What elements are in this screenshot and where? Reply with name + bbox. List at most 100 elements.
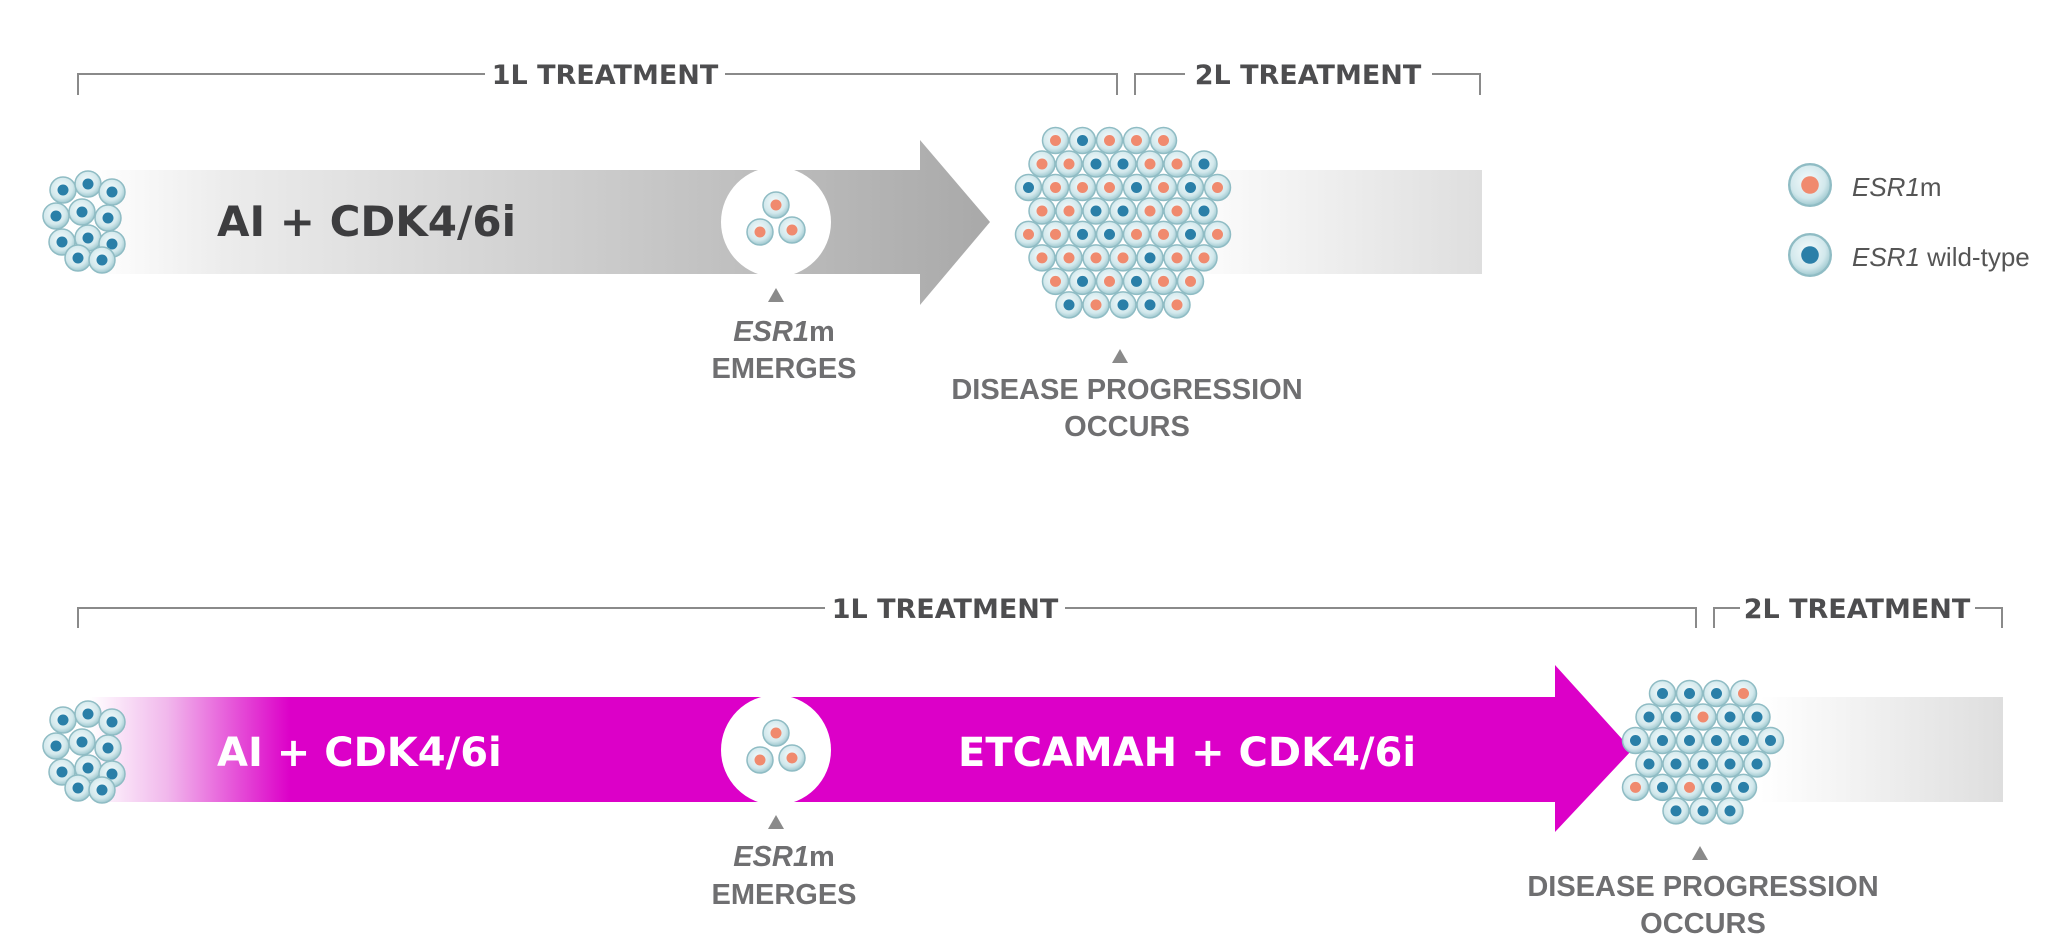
esr1-mutant-cell: [1041, 173, 1070, 202]
bottom-2l-bracket-label: 2L TREATMENT: [1744, 594, 1971, 625]
esr1-wild-type-cell: [1716, 750, 1744, 778]
esr1-wild-type-cell: [1662, 750, 1690, 778]
esr1-wild-type-cell: [1675, 679, 1704, 708]
esr1-wild-type-cell: [1068, 267, 1097, 296]
esr1-mutant-cell: [1163, 150, 1191, 178]
esr1-mutant-cell: [1149, 267, 1178, 296]
esr1-mutant-cell-icon: [1787, 162, 1833, 208]
legend-mutant-label: ESR1m: [1852, 172, 1942, 202]
esr1-mutant-cell: [1041, 267, 1070, 296]
top-progression-caption: DISEASE PROGRESSION: [951, 374, 1302, 406]
esr1-wild-type-cell: [1109, 150, 1137, 178]
esr1-mutant-cell: [1176, 267, 1205, 296]
esr1-mutant-cell: [1055, 150, 1083, 178]
bottom-progression-marker-icon: [1692, 846, 1708, 860]
bottom-gray-tail: [1760, 697, 2003, 802]
esr1-wild-type-cell: [1095, 220, 1124, 249]
esr1-wild-type-cell: [1635, 750, 1663, 778]
esr1-wild-type-cell: [1648, 773, 1677, 802]
esr1-mutant-cell: [1203, 220, 1232, 249]
esr1-mutant-cell: [1041, 126, 1070, 155]
esr1-mutant-cell: [1136, 150, 1164, 178]
bottom-arrow-label-1: AI + CDK4/6i: [217, 730, 502, 776]
esr1-mutant-cell: [1149, 173, 1178, 202]
top-emerges-caption: ESR1m: [733, 316, 835, 348]
esr1-wild-type-cell: [1190, 197, 1218, 225]
esr1-mutant-cell: [1122, 126, 1151, 155]
bottom-2l-bracket: [1713, 607, 2003, 628]
esr1-mutant-cell: [1014, 220, 1043, 249]
top-timeline: 1L TREATMENT 2L TREATMENT AI + CDK4/6i E…: [42, 60, 1482, 443]
esr1-mutant-cell: [1082, 244, 1110, 272]
esr1-mutant-cell: [1163, 244, 1191, 272]
esr1-mutant-cell: [1068, 173, 1097, 202]
esr1-wild-type-cell: [1176, 220, 1205, 249]
top-progression-caption-line2: OCCURS: [1064, 411, 1190, 443]
esr1-wild-type-cell: [1729, 773, 1758, 802]
esr1-wild-type-cell: [1122, 173, 1151, 202]
esr1-mutant-cell: [1136, 197, 1164, 225]
esr1-wild-type-cell: [1055, 291, 1083, 319]
bottom-arrow-label-2: ETCAMAH + CDK4/6i: [958, 730, 1416, 776]
esr1-wild-type-cell: [1689, 750, 1717, 778]
bottom-1l-bracket-label: 1L TREATMENT: [832, 594, 1059, 625]
esr1-mutant-cell: [1028, 197, 1056, 225]
esr1-mutant-cell: [1028, 150, 1056, 178]
esr1-mutant-cell: [1082, 291, 1110, 319]
esr1-wild-type-cell: [1729, 726, 1758, 755]
esr1-wild-type-cell: [1014, 173, 1043, 202]
esr1-mutant-cell: [1729, 679, 1758, 708]
esr1-mutant-cell: [1041, 220, 1070, 249]
top-emerges-caption-line2: EMERGES: [711, 353, 856, 385]
esr1-wild-type-cell: [1635, 703, 1663, 731]
legend: ESR1m ESR1 wild-type: [1787, 162, 2030, 277]
esr1-wild-type-cell: [1109, 197, 1137, 225]
esr1-wild-type-cell: [1716, 797, 1744, 825]
bottom-timeline: 1L TREATMENT 2L TREATMENT AI + CDK4/6i E…: [42, 594, 2003, 940]
esr1-mutant-cell: [1190, 244, 1218, 272]
top-arrow-label: AI + CDK4/6i: [217, 197, 516, 246]
esr1-mutant-cell: [1163, 197, 1191, 225]
esr1-wild-type-cell: [1648, 726, 1677, 755]
esr1-wild-type-cell: [1662, 797, 1690, 825]
esr1-mutant-cell: [1095, 173, 1124, 202]
top-1l-bracket-label: 1L TREATMENT: [492, 60, 719, 91]
esr1-mutant-cell: [1149, 220, 1178, 249]
top-initial-tumor-icon: [42, 170, 126, 274]
bottom-progression-caption: DISEASE PROGRESSION: [1527, 871, 1878, 903]
esr1-wild-type-cell: [1743, 750, 1771, 778]
top-2l-bracket: [1134, 73, 1481, 95]
esr1-mutant-cell: [1095, 267, 1124, 296]
esr1-mutant-cell: [1203, 173, 1232, 202]
esr1-wild-type-cell: [1675, 726, 1704, 755]
top-1l-bracket: [77, 73, 1118, 95]
esr1-wild-type-cell: [1756, 726, 1785, 755]
esr1-wild-type-cell: [1190, 150, 1218, 178]
esr1-wild-type-cell: [1068, 126, 1097, 155]
bottom-progressed-tumor-icon: [1621, 679, 1785, 825]
esr1-mutant-cell: [1163, 291, 1191, 319]
bottom-magenta-arrow: [90, 665, 1632, 832]
esr1-mutant-cell: [1621, 773, 1650, 802]
esr1-wild-type-cell: [1689, 797, 1717, 825]
bottom-emerges-marker-icon: [768, 815, 784, 829]
esr1-wild-type-cell: [1109, 291, 1137, 319]
esr1-wild-type-cell: [1662, 703, 1690, 731]
esr1-wild-type-cell: [1122, 267, 1151, 296]
esr1-mutant-cell: [1055, 244, 1083, 272]
esr1-wild-type-cell-icon: [1787, 232, 1833, 277]
esr1-wild-type-cell: [1082, 150, 1110, 178]
esr1-mutant-cell: [1675, 773, 1704, 802]
esr1-mutant-cell: [1122, 220, 1151, 249]
bottom-emerges-caption: ESR1m: [733, 841, 835, 873]
esr1-wild-type-cell: [1716, 703, 1744, 731]
esr1-wild-type-cell: [1648, 679, 1677, 708]
top-2l-bracket-label: 2L TREATMENT: [1195, 60, 1422, 91]
esr1-mutant-cell: [1028, 244, 1056, 272]
esr1-mutant-cell: [1689, 703, 1717, 731]
esr1-wild-type-cell: [1136, 291, 1164, 319]
top-emerging-mutant-icon: [721, 167, 831, 277]
bottom-1l-bracket: [77, 607, 1697, 628]
top-emerges-marker-icon: [768, 288, 784, 302]
